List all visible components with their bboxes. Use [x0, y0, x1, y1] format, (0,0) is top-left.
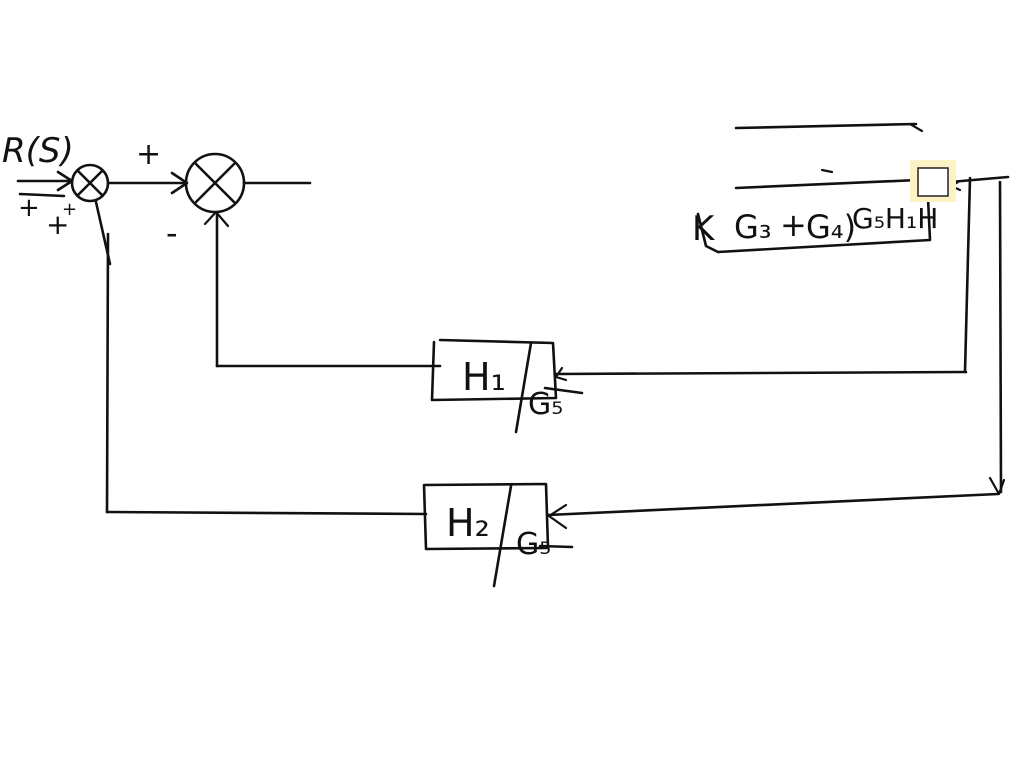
- expression-tail: G₅H₁H: [852, 202, 938, 235]
- summing-junction-1: [70, 163, 110, 203]
- feedback-line-h2-right: [546, 492, 1000, 517]
- top-right-small-mark: [820, 168, 834, 174]
- sum2-sign-top: +: [136, 137, 161, 172]
- sum1-sign-extra: +: [62, 199, 77, 220]
- feedback-line-h1-right: [554, 370, 968, 376]
- expression-plus: +: [780, 206, 807, 244]
- expression-prefix: K: [692, 209, 716, 249]
- feedback-h2-corner-arrow: [988, 476, 1006, 496]
- top-right-line-lower: [734, 178, 920, 190]
- cursor-box[interactable]: [917, 167, 949, 197]
- feedback-line-h2-left: [105, 510, 428, 516]
- summing-junction-2: [184, 152, 246, 214]
- block-h1: [430, 338, 584, 434]
- sum2-feedback-arrowhead: [203, 210, 230, 228]
- input-label: R(S): [2, 131, 74, 171]
- expression-bracket: [716, 196, 932, 254]
- feedback-line-h2-vertical: [105, 232, 110, 514]
- top-right-takeoff-line: [948, 175, 1010, 184]
- expression-k-stroke: [696, 212, 720, 254]
- block-h2: [422, 482, 574, 588]
- feedback-line-h1-riser: [963, 176, 972, 374]
- feedback-line-h2-outer-vertical: [998, 180, 1003, 494]
- sum2-sign-bottom: -: [166, 214, 178, 252]
- top-right-line-upper: [734, 122, 918, 130]
- block-h2-denominator: G₅: [516, 527, 551, 562]
- block-h1-denominator: G₅: [528, 387, 563, 422]
- block-h1-numerator: H₁: [462, 355, 506, 399]
- expression-g4: G₄): [806, 208, 856, 246]
- sum1-sign-left: +: [18, 193, 40, 223]
- sum1-sign-bottom: +: [46, 208, 69, 241]
- block-h2-numerator: H₂: [446, 501, 490, 545]
- input-underline-stroke: [18, 192, 66, 198]
- top-right-line-upper-hook: [908, 122, 924, 133]
- expression-g3: G₃: [734, 208, 772, 246]
